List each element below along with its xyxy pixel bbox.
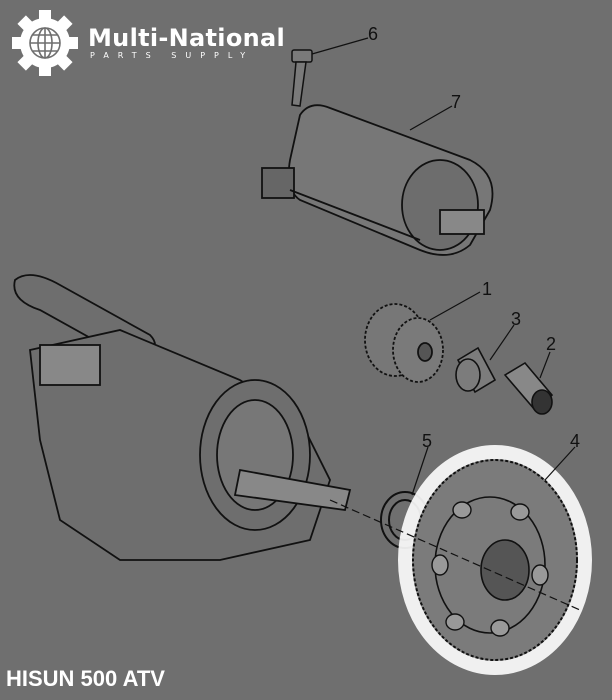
gear-globe-icon: [12, 10, 78, 76]
part-starter-clutch-gear: [398, 445, 592, 675]
part-starter-idler-gear: [364, 303, 444, 383]
callout-5: 5: [422, 431, 432, 451]
part-starter-motor: [261, 104, 494, 256]
logo: Multi-National PARTS SUPPLY: [10, 8, 285, 78]
part-bolt: [291, 49, 313, 107]
callout-6: 6: [368, 24, 378, 44]
part-shaft: [503, 361, 554, 415]
brand-tagline: PARTS SUPPLY: [90, 51, 255, 60]
model-label: HISUN 500 ATV: [6, 666, 165, 691]
brand-name: Multi-National: [88, 24, 286, 52]
part-crankshaft: [13, 274, 352, 561]
part-needle-bearing: [455, 346, 497, 394]
callout-1: 1: [482, 279, 492, 299]
callout-2: 2: [546, 334, 556, 354]
callout-7: 7: [451, 92, 461, 112]
leader-lines: [311, 37, 581, 611]
callout-3: 3: [511, 309, 521, 329]
callout-4: 4: [570, 431, 580, 451]
